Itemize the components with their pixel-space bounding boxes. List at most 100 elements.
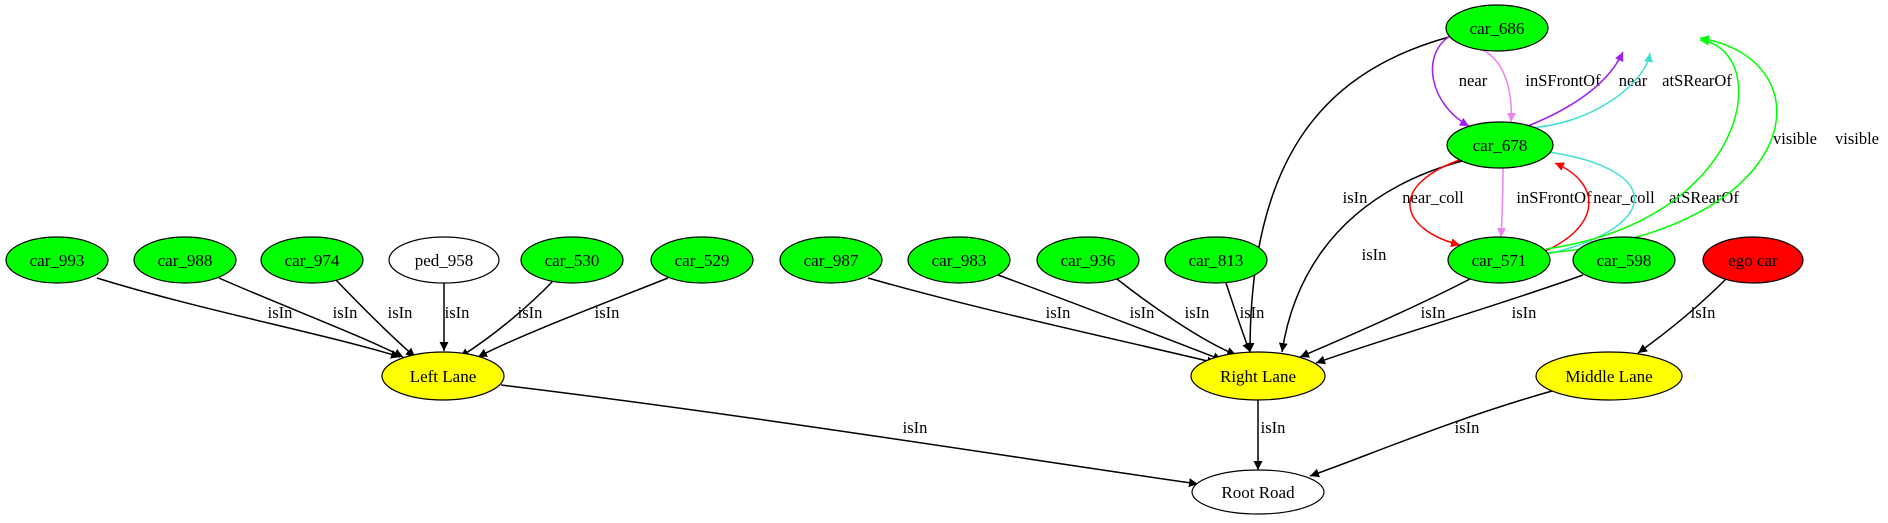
node-car-530[interactable]: car_530 <box>520 236 624 284</box>
edge-label: isIn <box>1421 303 1446 322</box>
node-right-lane[interactable]: Right Lane <box>1190 351 1326 401</box>
edge-label: near <box>1459 71 1488 90</box>
edge-isIn: isIn <box>1245 36 1450 353</box>
edge-isIn: isIn <box>997 274 1223 361</box>
edge-label: atSRearOf <box>1669 188 1739 207</box>
node-car-529[interactable]: car_529 <box>650 236 754 284</box>
node-shape <box>1164 236 1268 284</box>
node-shape <box>1036 236 1140 284</box>
edge-near: near <box>1431 35 1488 127</box>
edge-isIn: isIn <box>1253 400 1285 470</box>
edge-near_coll: near_coll <box>1537 162 1655 255</box>
edge-line <box>1546 35 1778 254</box>
node-shape <box>260 236 364 284</box>
edge-label: isIn <box>268 303 293 322</box>
node-root-road[interactable]: Root Road <box>1191 469 1325 515</box>
edge-isIn: isIn <box>439 283 470 351</box>
node-shape <box>1446 121 1554 169</box>
node-label: car_529 <box>675 251 730 270</box>
edge-label: isIn <box>1512 303 1537 322</box>
node-middle-lane[interactable]: Middle Lane <box>1535 351 1683 401</box>
edge-label: isIn <box>388 303 413 322</box>
node-label: car_530 <box>545 251 600 270</box>
edge-visible: visible <box>1546 35 1879 254</box>
node-label: ego car <box>1728 251 1778 270</box>
edge-label: isIn <box>595 303 620 322</box>
edge-label: isIn <box>1185 303 1210 322</box>
node-car-813[interactable]: car_813 <box>1164 236 1268 284</box>
nodes-layer: car_686 car_678 car_571 car_598 ego car car_9… <box>5 4 1804 515</box>
edge-isIn: isIn <box>1637 278 1727 354</box>
node-label: car_988 <box>158 251 213 270</box>
edge-label: inSFrontOf <box>1516 188 1592 207</box>
edge-isIn: isIn <box>218 277 404 358</box>
edge-near: near <box>1527 51 1648 127</box>
edge-inSFrontOf: inSFrontOf <box>1497 167 1592 238</box>
node-label: car_678 <box>1473 136 1528 155</box>
edge-isIn: isIn <box>1278 160 1463 353</box>
edge-isIn: isIn <box>1225 282 1264 353</box>
node-label: car_974 <box>285 251 340 270</box>
edge-line <box>1637 278 1727 354</box>
node-ped-958[interactable]: ped_958 <box>388 236 500 284</box>
node-label: car_686 <box>1470 19 1525 38</box>
edge-label: isIn <box>1691 303 1716 322</box>
edge-label: near <box>1619 71 1648 90</box>
edge-line <box>1315 274 1584 365</box>
edge-label: atSRearOf <box>1662 71 1732 90</box>
node-label: car_993 <box>30 251 85 270</box>
edge-line <box>1527 51 1624 127</box>
node-car-686[interactable]: car_686 <box>1445 4 1549 52</box>
edge-line <box>500 384 1199 488</box>
edge-line <box>1527 52 1654 129</box>
edge-atSRearOf: atSRearOf <box>1527 52 1732 129</box>
node-label: Right Lane <box>1220 367 1296 386</box>
node-label: car_987 <box>804 251 859 270</box>
node-car-993[interactable]: car_993 <box>5 236 109 284</box>
edge-line <box>1245 36 1450 353</box>
edge-line <box>335 279 416 358</box>
edge-label: inSFrontOf <box>1525 71 1601 90</box>
edge-isIn: isIn <box>867 277 1217 366</box>
node-label: Middle Lane <box>1565 367 1652 386</box>
edge-line <box>1545 36 1740 250</box>
node-shape <box>779 236 883 284</box>
edge-line <box>96 277 401 359</box>
edge-isIn: isIn <box>459 280 554 358</box>
node-car-936[interactable]: car_936 <box>1036 236 1140 284</box>
edge-line <box>1116 278 1237 356</box>
edge-label: isIn <box>1362 245 1387 264</box>
edge-line <box>1278 160 1463 353</box>
node-label: car_598 <box>1597 251 1652 270</box>
node-car-974[interactable]: car_974 <box>260 236 364 284</box>
edge-line <box>997 274 1223 361</box>
node-car-678[interactable]: car_678 <box>1446 121 1554 169</box>
edge-line <box>1532 146 1635 257</box>
node-car-987[interactable]: car_987 <box>779 236 883 284</box>
edge-line <box>1299 278 1471 358</box>
node-car-571[interactable]: car_571 <box>1447 236 1551 284</box>
edge-line <box>459 280 554 358</box>
node-car-598[interactable]: car_598 <box>1572 236 1676 284</box>
edge-label: visible <box>1835 129 1879 148</box>
node-label: Root Road <box>1221 483 1295 502</box>
edge-isIn: isIn <box>477 277 669 358</box>
node-shape <box>1702 236 1804 284</box>
edge-isIn: isIn <box>1309 390 1553 478</box>
edge-label: isIn <box>445 303 470 322</box>
node-shape <box>907 236 1011 284</box>
node-shape <box>1190 351 1326 401</box>
edge-line <box>1497 167 1507 238</box>
node-shape <box>388 236 500 284</box>
node-label: car_936 <box>1061 251 1116 270</box>
edge-line <box>218 277 404 358</box>
edge-label: near_coll <box>1593 188 1655 207</box>
node-left-lane[interactable]: Left Lane <box>381 351 505 401</box>
node-shape <box>1572 236 1676 284</box>
node-car-983[interactable]: car_983 <box>907 236 1011 284</box>
node-shape <box>650 236 754 284</box>
node-ego[interactable]: ego car <box>1702 236 1804 284</box>
node-car-988[interactable]: car_988 <box>133 236 237 284</box>
